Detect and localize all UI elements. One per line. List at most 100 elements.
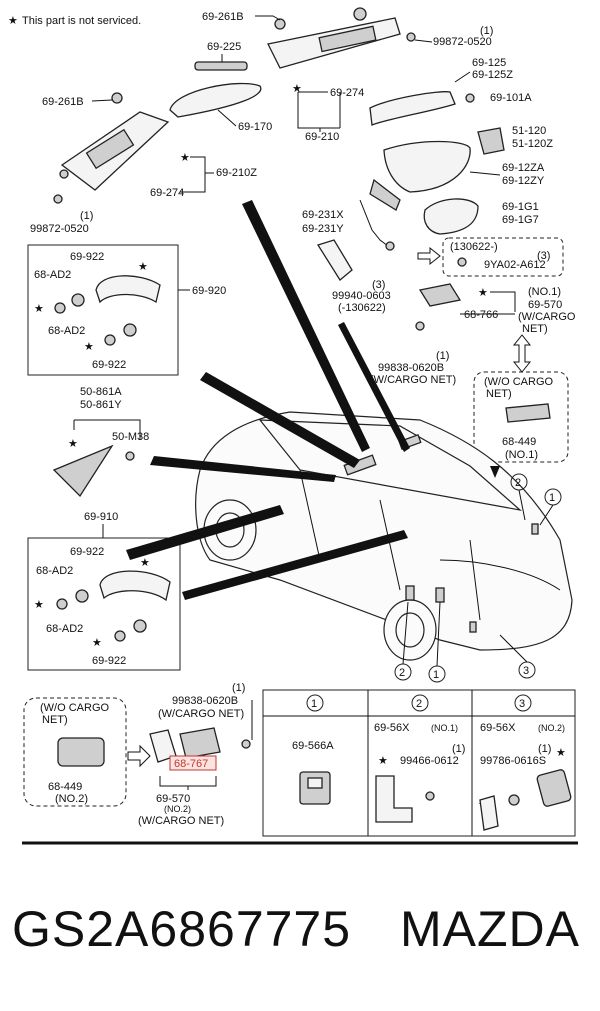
assist-grip-a <box>95 275 161 304</box>
label-qty-1-left: (1) <box>80 210 93 222</box>
label-qty-1c: (1) <box>232 682 245 694</box>
table-3-qty: (1) <box>538 743 551 755</box>
legend-text: This part is not serviced. <box>22 15 141 27</box>
label-wcargonet-a: (W/CARGO NET) <box>370 374 456 386</box>
mirror-cover <box>194 61 248 71</box>
star-cap-a: ★ <box>34 303 44 315</box>
label-qty-3b: (3) <box>372 279 385 291</box>
label-69-210: 69-210 <box>305 131 339 143</box>
detail-box-wo-cargo-1 <box>473 371 569 463</box>
label-69-12ZY: 69-12ZY <box>502 175 545 187</box>
label-wcargonet-c: (W/CARGO NET) <box>138 815 224 827</box>
visor-holder-top <box>274 18 286 30</box>
label-no2-a: (NO.2) <box>55 793 88 805</box>
label-68-AD2-d: 68-AD2 <box>46 623 83 635</box>
highlight-68-767 <box>169 755 217 771</box>
table-3-no: (NO.2) <box>538 723 565 733</box>
cargo-cover-1 <box>505 403 551 423</box>
screw-top <box>406 32 416 42</box>
label-50-M38: 50-M38 <box>112 431 149 443</box>
label-69-922-d: 69-922 <box>92 655 126 667</box>
table-header-1: 1 <box>311 698 317 710</box>
label-69-922-a: 69-922 <box>70 251 104 263</box>
cap-f <box>56 598 68 610</box>
table-2-no: (NO.1) <box>431 723 458 733</box>
star-cap-d: ★ <box>92 637 102 649</box>
label-no2-b: (NO.2) <box>164 804 191 814</box>
label-68-AD2-b: 68-AD2 <box>48 325 85 337</box>
label-wcargo-a: (W/CARGO <box>518 311 576 323</box>
cap-h <box>114 630 126 642</box>
label-no1-b: (NO.1) <box>505 449 538 461</box>
label-69-274-top: 69-274 <box>330 87 364 99</box>
label-69-231Y: 69-231Y <box>302 223 344 235</box>
label-68-767: 68-767 <box>174 758 208 770</box>
clip-9YA02 <box>457 257 467 267</box>
label-68-AD2-a: 68-AD2 <box>34 269 71 281</box>
label-69-231X: 69-231X <box>302 209 344 221</box>
label-99872-left: 99872-0520 <box>30 223 89 235</box>
label-69-170: 69-170 <box>238 121 272 133</box>
label-qty-1-top: (1) <box>480 25 493 37</box>
label-wo-cargo-a: (W/O CARGO <box>484 376 553 388</box>
star-69-210Z: ★ <box>180 152 190 164</box>
label-69-570-a: 69-570 <box>528 299 562 311</box>
callout-2-top: 2 <box>515 477 521 489</box>
cargo-hook-rear-b <box>179 727 221 759</box>
quarter-trim <box>52 444 114 498</box>
label-68-449-a: 68-449 <box>502 436 536 448</box>
star-cap-b: ★ <box>84 341 94 353</box>
cap-e <box>75 589 89 603</box>
detail-box-69-920 <box>27 244 179 376</box>
screw-68-766 <box>415 321 425 331</box>
label-50-861Y: 50-861Y <box>80 399 122 411</box>
label-99838-b: 99838-0620B <box>172 695 238 707</box>
detail-box-wo-cargo-2 <box>23 697 127 807</box>
star-69-570: ★ <box>478 287 488 299</box>
clip-50-M38 <box>125 451 135 461</box>
label-50-861A: 50-861A <box>80 386 122 398</box>
table-3-part: 69-56X <box>480 722 516 734</box>
label-99940: 99940-0603 <box>332 290 391 302</box>
screw-68-767 <box>241 739 251 749</box>
strap-handle <box>317 239 353 281</box>
label-69-101A: 69-101A <box>490 92 532 104</box>
label-69-125Z: 69-125Z <box>472 69 513 81</box>
overhead-trim <box>369 91 456 126</box>
label-99872-top: 99872-0520 <box>433 36 492 48</box>
interior-lamp <box>477 127 505 155</box>
label-wcargonet-b: (W/CARGO NET) <box>158 708 244 720</box>
leader-g <box>490 466 500 478</box>
label-wo-cargo-b: (W/O CARGO <box>40 702 109 714</box>
label-68-766: 68-766 <box>464 309 498 321</box>
door-mirror <box>383 140 471 193</box>
visor-holder-left <box>111 92 123 104</box>
table-3-cover <box>479 795 499 831</box>
label-69-920: 69-920 <box>192 285 226 297</box>
callout-3-bottom: 3 <box>523 665 529 677</box>
callout-1-bottom: 1 <box>433 669 439 681</box>
callout-2-bottom: 2 <box>399 667 405 679</box>
label-130622: (130622-) <box>450 241 498 253</box>
mirror-base <box>369 178 401 211</box>
leader-a <box>242 200 370 452</box>
cap-c <box>123 323 137 337</box>
leader-d <box>126 505 284 560</box>
star-50-861: ★ <box>68 438 78 450</box>
cap-a <box>71 293 85 307</box>
detail-box-69-910 <box>27 537 181 671</box>
label-69-274-left: 69-274 <box>150 187 184 199</box>
table-1-icon-inner <box>307 777 323 789</box>
table-2-bracket <box>375 775 413 823</box>
label-69-261B-left: 69-261B <box>42 96 84 108</box>
star-69-274: ★ <box>292 83 302 95</box>
star-grip-b: ★ <box>140 557 150 569</box>
leader-f <box>338 322 410 452</box>
label-69-125: 69-125 <box>472 57 506 69</box>
label-130622b: (-130622) <box>338 302 386 314</box>
label-net-c: NET) <box>42 714 68 726</box>
table-3-bolt: 99786-0616S <box>480 755 546 767</box>
callout-1-top: 1 <box>549 492 555 504</box>
table-2-bolt-icon <box>425 791 435 801</box>
label-69-910: 69-910 <box>84 511 118 523</box>
